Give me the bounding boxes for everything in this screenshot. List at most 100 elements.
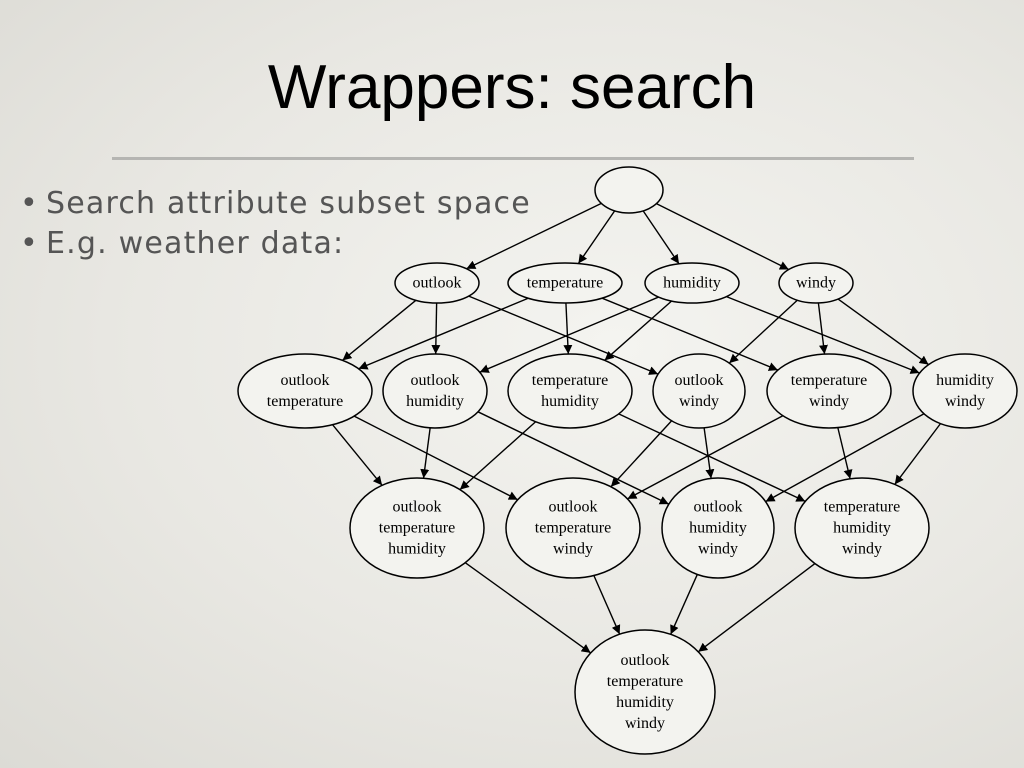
nodes-layer: outlook temperature humidity windy outlook te… <box>237 166 1018 755</box>
node-thw: temperature humidity windy <box>794 477 930 579</box>
node-ellipse <box>507 262 623 304</box>
node-ot: outlook temperature <box>237 353 373 429</box>
edge-th-thw <box>618 413 806 503</box>
node-tw: temperature windy <box>766 353 892 429</box>
node-w: windy <box>778 262 854 304</box>
edge-ow-ohw <box>703 427 715 479</box>
node-label: outlook <box>675 372 724 389</box>
node-label: humidity <box>541 393 599 410</box>
node-label: humidity <box>663 275 721 292</box>
edge-ot-oth <box>332 424 383 486</box>
node-label: humidity <box>936 372 994 389</box>
edge-oh-oth <box>420 427 431 479</box>
edge-empty-h <box>642 210 680 265</box>
bullet-dot: • <box>20 186 39 221</box>
node-oh: outlook humidity <box>382 353 488 429</box>
node-label: humidity <box>689 520 747 537</box>
edge-o-oh <box>431 302 441 355</box>
node-label: temperature <box>535 520 611 537</box>
edge-o-ot <box>342 299 417 361</box>
edge-otw-othw <box>593 575 621 635</box>
node-ellipse <box>778 262 854 304</box>
node-ow: outlook windy <box>652 353 746 429</box>
edge-h-oh <box>479 296 659 373</box>
node-ellipse <box>394 262 480 304</box>
node-ellipse <box>349 477 485 579</box>
edge-t-ot <box>358 297 529 370</box>
edge-oh-ohw <box>477 411 670 505</box>
node-label: temperature <box>532 372 608 389</box>
edge-w-tw <box>817 302 828 355</box>
bullet-list: •Search attribute subset space •E.g. wea… <box>20 184 531 264</box>
node-h: humidity <box>644 262 740 304</box>
node-ellipse <box>574 629 716 755</box>
node-ellipse <box>661 477 775 579</box>
edge-thw-othw <box>697 563 816 653</box>
node-label: windy <box>842 541 882 558</box>
edge-h-hw <box>726 295 920 374</box>
node-label: humidity <box>833 520 891 537</box>
edge-tw-otw <box>627 415 784 500</box>
node-ellipse <box>594 166 664 214</box>
node-label: outlook <box>621 652 670 669</box>
node-ellipse <box>652 353 746 429</box>
edge-ohw-othw <box>670 574 698 635</box>
node-empty <box>594 166 664 214</box>
node-label: temperature <box>791 372 867 389</box>
node-label: outlook <box>411 372 460 389</box>
edge-h-th <box>604 300 673 361</box>
edge-t-th <box>563 302 573 355</box>
edge-th-oth <box>459 421 537 491</box>
node-label: temperature <box>379 520 455 537</box>
edge-hw-thw <box>894 423 942 485</box>
edge-t-tw <box>601 297 779 371</box>
node-ellipse <box>505 477 641 579</box>
bullet-dot: • <box>20 226 39 261</box>
bullet-text: Search attribute subset space <box>46 186 531 221</box>
node-label: temperature <box>824 499 900 516</box>
node-label: outlook <box>549 499 598 516</box>
node-label: temperature <box>607 673 683 690</box>
node-label: windy <box>698 541 738 558</box>
edge-w-ow <box>728 299 798 364</box>
edge-tw-thw <box>837 427 853 479</box>
node-otw: outlook temperature windy <box>505 477 641 579</box>
node-ellipse <box>766 353 892 429</box>
node-label: outlook <box>281 372 330 389</box>
node-ellipse <box>507 353 633 429</box>
node-label: outlook <box>393 499 442 516</box>
node-t: temperature <box>507 262 623 304</box>
node-ellipse <box>794 477 930 579</box>
node-label: outlook <box>694 499 743 516</box>
node-o: outlook <box>394 262 480 304</box>
node-label: outlook <box>413 275 462 292</box>
node-ellipse <box>237 353 373 429</box>
node-label: temperature <box>527 275 603 292</box>
node-label: windy <box>553 541 593 558</box>
node-label: windy <box>679 393 719 410</box>
node-label: windy <box>625 715 665 732</box>
node-label: temperature <box>267 393 343 410</box>
edge-empty-t <box>577 210 616 264</box>
bullet-text: E.g. weather data: <box>46 226 345 261</box>
node-ohw: outlook humidity windy <box>661 477 775 579</box>
title-divider <box>112 157 914 160</box>
slide-title: Wrappers: search <box>267 53 757 122</box>
node-label: windy <box>809 393 849 410</box>
node-ellipse <box>644 262 740 304</box>
edge-ow-otw <box>610 420 673 488</box>
edge-empty-w <box>656 202 790 271</box>
edge-w-hw <box>837 298 929 366</box>
bullet-item: •Search attribute subset space <box>20 184 531 224</box>
bullet-item: •E.g. weather data: <box>20 224 531 264</box>
edge-empty-o <box>466 202 602 270</box>
node-ellipse <box>382 353 488 429</box>
node-label: windy <box>945 393 985 410</box>
node-label: windy <box>796 275 836 292</box>
edge-oth-othw <box>464 562 592 654</box>
node-hw: humidity windy <box>912 353 1018 429</box>
node-label: humidity <box>406 393 464 410</box>
edge-hw-ohw <box>765 413 925 503</box>
